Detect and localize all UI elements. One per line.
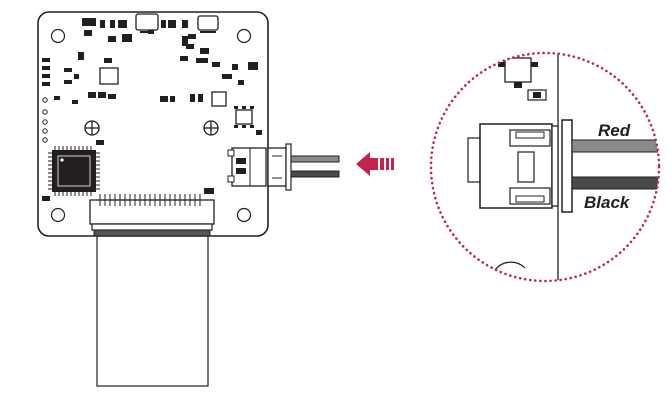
pcb-board (37, 11, 269, 237)
arrow-left-icon (356, 152, 394, 176)
callout-wires (571, 139, 659, 190)
regulator-chip (99, 67, 119, 85)
board-battery-connector (227, 147, 267, 187)
detail-callout: Red Black (429, 51, 661, 283)
battery-plug (267, 143, 292, 191)
smd-components-left (42, 52, 96, 104)
fiducial-icon (84, 120, 219, 136)
mount-hole-icon (50, 28, 252, 223)
smd-components-top (82, 18, 196, 46)
status-leds (42, 97, 48, 143)
wire-label-black: Black (584, 193, 631, 212)
callout-circle (429, 51, 661, 283)
connector-closeup (467, 119, 573, 213)
wire-label-red: Red (598, 121, 631, 140)
short-wires (290, 155, 340, 178)
inductor (211, 91, 227, 107)
microcontroller-chip (48, 146, 100, 196)
ribbon-cable (96, 235, 209, 387)
capacitor (197, 15, 219, 31)
fpc-connector (89, 194, 215, 237)
crystal (135, 13, 159, 31)
sensor-chip (235, 109, 253, 125)
